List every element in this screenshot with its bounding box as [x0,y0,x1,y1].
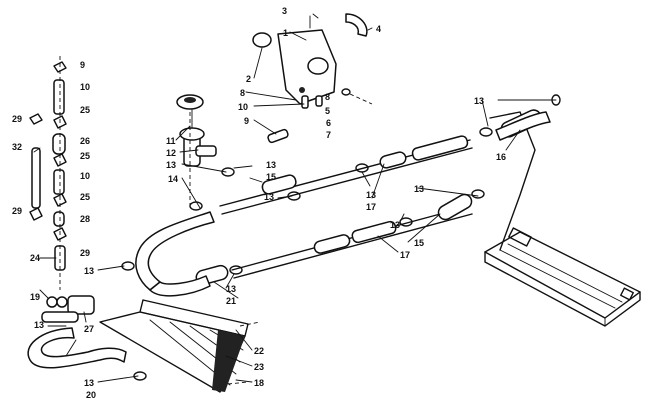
callout-label: 7 [326,130,331,140]
callout-label: 10 [238,102,248,112]
callout-label: 5 [325,106,330,116]
callout-label: 29 [12,114,22,124]
callout-label: 8 [325,92,330,102]
callout-label: 13 [266,160,276,170]
expansion-tank [252,13,368,105]
callout-label: 20 [86,390,96,400]
frame-bracket [489,111,536,251]
callout-label: 2 [246,74,251,84]
callout-label: 25 [80,105,90,115]
callout-label: 23 [254,362,264,372]
callout-label: 1 [283,28,288,38]
callout-label: 26 [80,136,90,146]
lower-coolant-line [231,205,473,279]
callout-label: 19 [30,292,40,302]
callout-label: 10 [80,171,90,181]
callout-label: 11 [166,136,176,146]
hose-20 [27,327,127,369]
hose-21-bend [149,275,211,297]
callout-label: 4 [376,24,381,34]
callout-label: 3 [282,6,287,16]
callout-label: 13 [366,190,376,200]
callout-label: 13 [84,266,94,276]
callout-label: 29 [12,206,22,216]
callout-label: 13 [34,320,44,330]
callout-label: 9 [244,116,249,126]
callout-label: 28 [80,214,90,224]
hose-16 [495,111,551,141]
callout-label: 13 [414,184,424,194]
callout-label: 22 [254,346,264,356]
callout-label: 14 [168,174,178,184]
callout-labels: 3 1 4 2 8 8 10 5 9 6 7 11 12 13 14 13 15… [12,6,506,400]
hose-17-upper [379,151,407,169]
callout-label: 12 [166,148,176,158]
hose-lower-mid-a [313,234,351,254]
hose-15-lower [437,193,473,221]
callout-label: 17 [366,202,376,212]
callout-label: 16 [496,152,506,162]
callout-label: 15 [266,172,276,182]
callout-label: 8 [240,88,245,98]
rear-heat-exchanger [484,227,641,327]
callout-label: 13 [166,160,176,170]
assembly-line [227,381,249,385]
vent-fitting [267,88,373,144]
callout-label: 13 [264,192,274,202]
callout-label: 9 [80,60,85,70]
hose-15-upper [261,174,297,195]
callout-label: 27 [84,324,94,334]
callout-label: 25 [80,151,90,161]
callout-label: 13 [390,220,400,230]
callout-label: 10 [80,82,90,92]
callout-label: 21 [226,296,236,306]
callout-label: 25 [80,192,90,202]
callout-label: 18 [254,378,264,388]
callout-label: 15 [414,238,424,248]
front-heat-exchanger [99,299,249,393]
callout-label: 29 [80,248,90,258]
assembly-line [239,321,261,327]
hose-17-lower [351,220,397,244]
callout-label: 13 [84,378,94,388]
callout-label: 13 [226,284,236,294]
filler-neck-assembly [176,94,217,167]
leader-lines [33,13,557,383]
hose-upper-mid [411,135,469,161]
callout-label: 6 [326,118,331,128]
callout-label: 24 [30,253,40,263]
callout-label: 17 [400,250,410,260]
callout-label: 13 [474,96,484,106]
callout-label: 32 [12,142,22,152]
